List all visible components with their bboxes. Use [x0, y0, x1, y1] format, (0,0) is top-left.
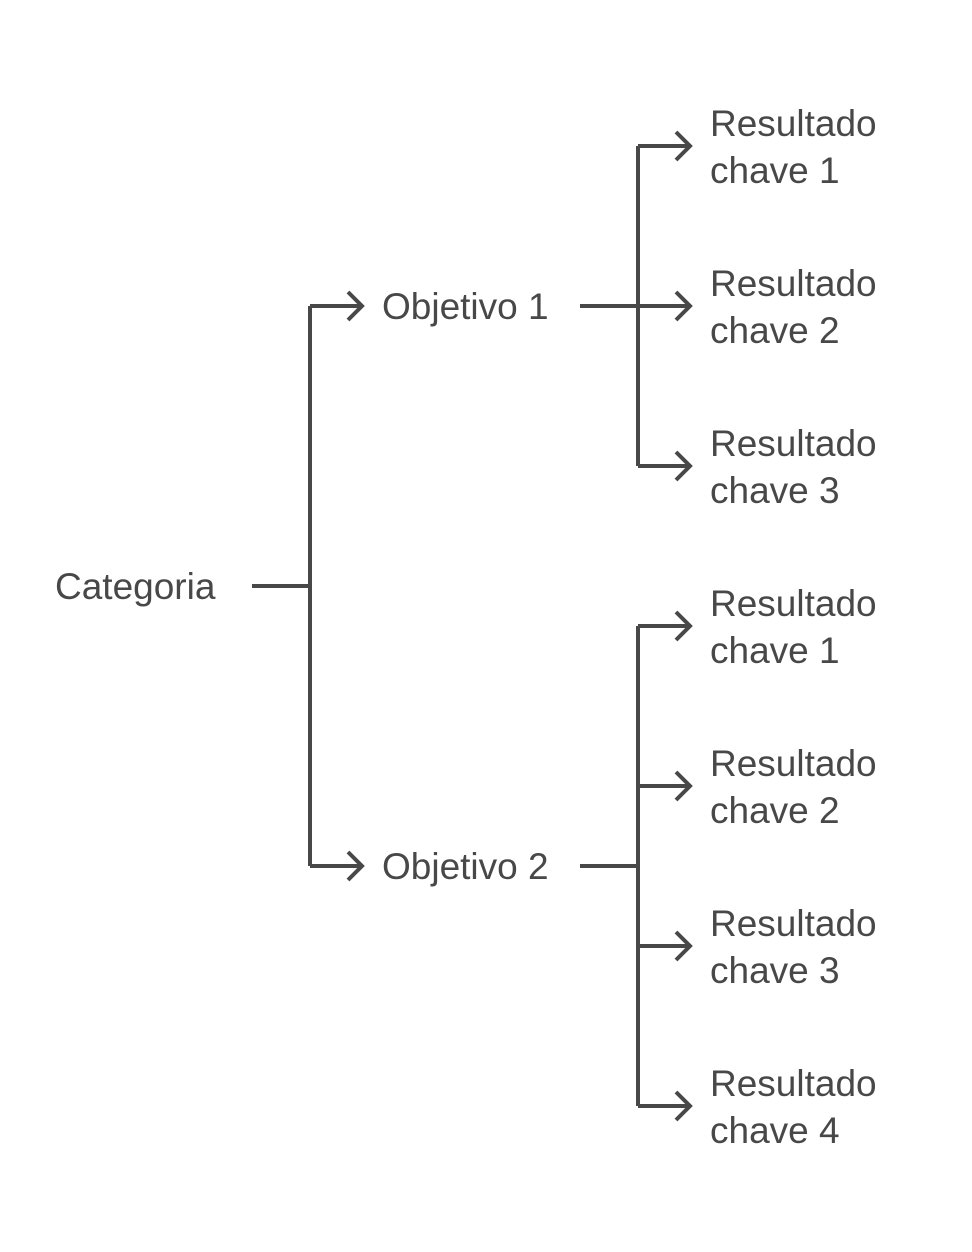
objective-2-arrow-icon	[346, 850, 365, 882]
result-label-line-1: Resultado	[710, 1063, 877, 1104]
result-label-line-1: Resultado	[710, 423, 877, 464]
arrow-right-icon	[674, 930, 693, 962]
objective-2-result-3: Resultado chave 3	[638, 903, 877, 991]
objective-2-label: Objetivo 2	[382, 846, 549, 887]
result-label-line-2: chave 1	[710, 630, 840, 671]
arrow-right-icon	[674, 290, 693, 322]
objective-1-label: Objetivo 1	[382, 286, 549, 327]
objective-1-result-1: Resultado chave 1	[638, 103, 877, 191]
result-label-line-1: Resultado	[710, 263, 877, 304]
result-label-line-1: Resultado	[710, 743, 877, 784]
arrow-right-icon	[674, 610, 693, 642]
result-label-line-2: chave 3	[710, 470, 840, 511]
root-label: Categoria	[55, 566, 216, 607]
result-label-line-2: chave 3	[710, 950, 840, 991]
result-label-line-2: chave 2	[710, 310, 840, 351]
arrow-right-icon	[674, 770, 693, 802]
objective-2-result-2: Resultado chave 2	[638, 743, 877, 831]
result-label-line-1: Resultado	[710, 103, 877, 144]
objective-2-result-4: Resultado chave 4	[638, 1063, 877, 1151]
result-label-line-2: chave 4	[710, 1110, 840, 1151]
result-label-line-1: Resultado	[710, 903, 877, 944]
arrow-right-icon	[674, 1090, 693, 1122]
result-label-line-2: chave 2	[710, 790, 840, 831]
arrow-right-icon	[674, 450, 693, 482]
arrow-right-icon	[674, 130, 693, 162]
result-label-line-2: chave 1	[710, 150, 840, 191]
result-label-line-1: Resultado	[710, 583, 877, 624]
objective-2-result-1: Resultado chave 1	[638, 583, 877, 671]
objective-1-result-3: Resultado chave 3	[638, 423, 877, 511]
objective-1-arrow-icon	[346, 290, 365, 322]
objective-1-result-2: Resultado chave 2	[638, 263, 877, 351]
